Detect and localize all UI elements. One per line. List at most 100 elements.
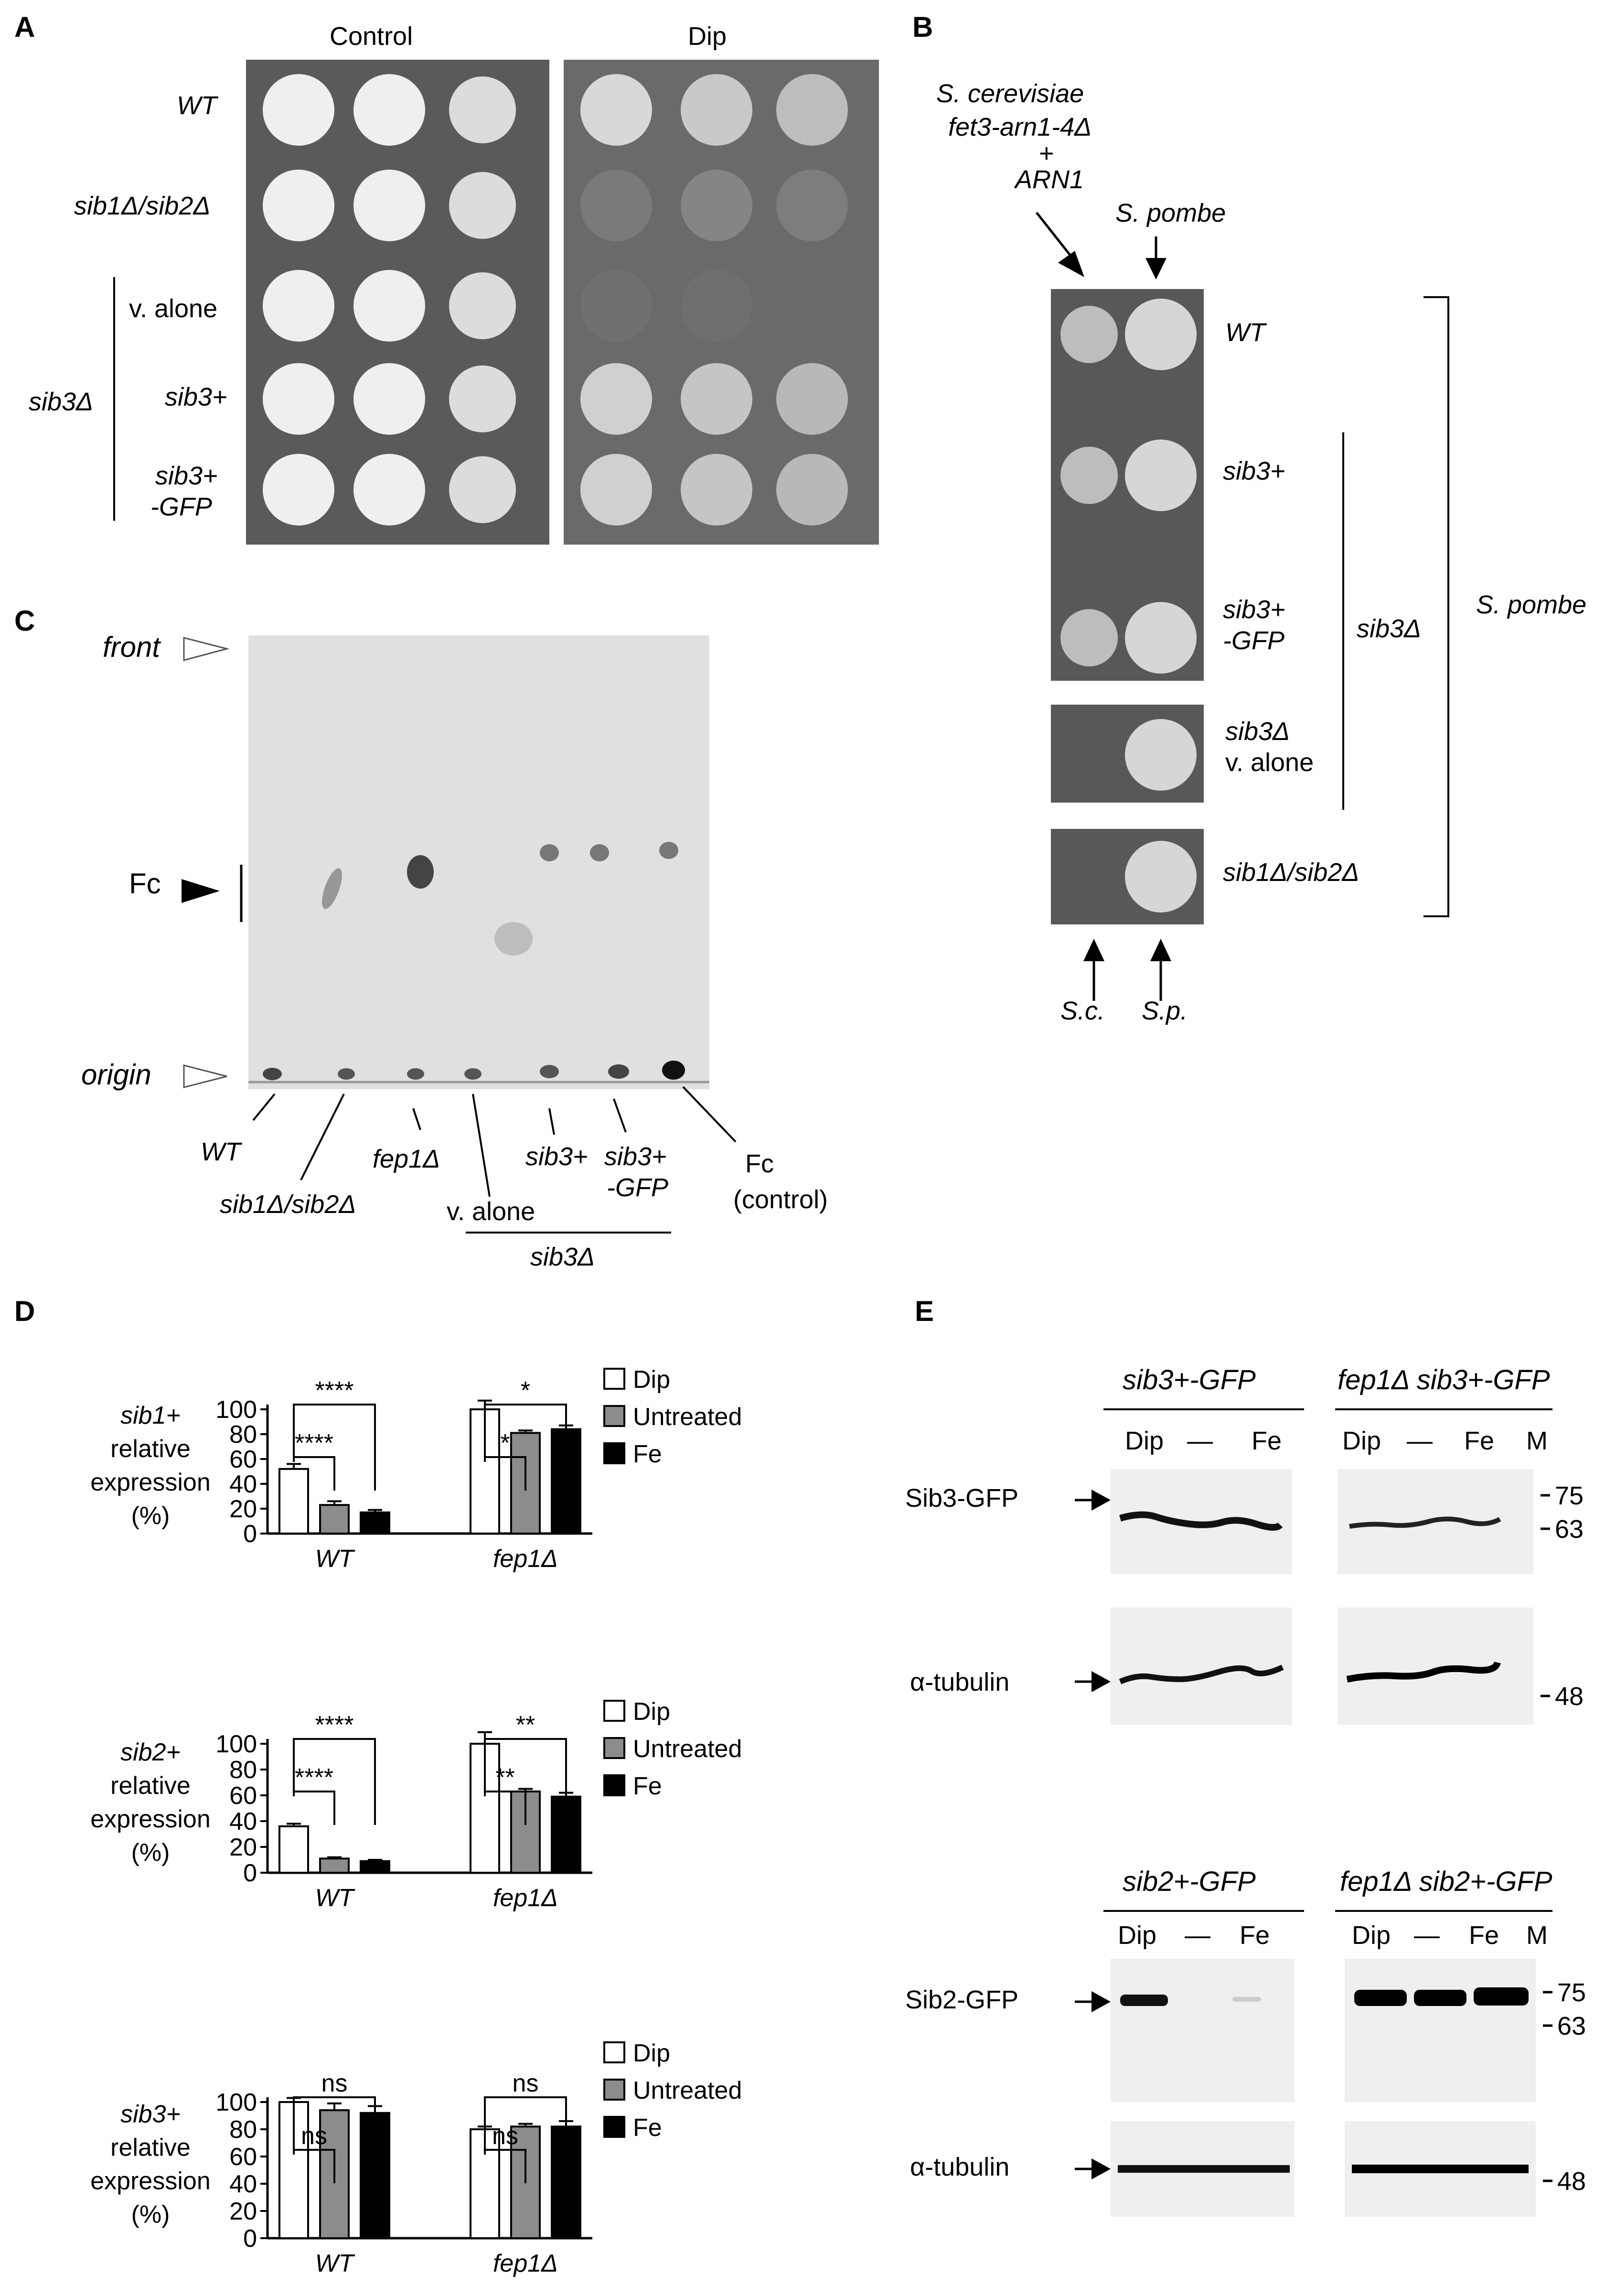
panel-c-lane-wt: WT	[201, 1137, 241, 1166]
category-label: fep1Δ	[493, 2250, 558, 2277]
dip-spot	[776, 74, 848, 146]
bar	[278, 1468, 309, 1535]
sig-label: **	[495, 1764, 514, 1792]
category-label: WT	[315, 1884, 355, 1912]
panel-e-top-lane-dip-2: Dip	[1342, 1427, 1381, 1455]
panel-c-lane-fc-control: (control)	[733, 1185, 828, 1214]
control-spot	[353, 270, 425, 342]
dip-spot	[776, 363, 848, 435]
panel-e-top-marker: M	[1526, 1427, 1548, 1455]
legend-swatch	[603, 1405, 625, 1427]
panel-c-front: front	[103, 631, 161, 663]
sc-spot	[1060, 609, 1118, 666]
dip-spot	[580, 270, 652, 342]
category-label: WT	[315, 2250, 355, 2277]
panel-b-spombe-bracket	[1447, 296, 1449, 917]
panel-a-control-label: Control	[330, 22, 413, 51]
y-axis-label: expression	[90, 1805, 210, 1833]
legend-swatch	[603, 2041, 625, 2063]
sig-bracket	[293, 1404, 376, 1491]
panel-b-sc-label-3: +	[1039, 139, 1054, 168]
panel-e-marker-63-bottom: 63	[1557, 2012, 1586, 2040]
panel-b-sc-label-4: ARN1	[1015, 165, 1084, 194]
sc-spot	[1060, 447, 1118, 504]
control-spot	[263, 170, 334, 241]
panel-e-top-lane-dip-1: Dip	[1125, 1427, 1164, 1455]
panel-e-bottom-right-title-rule	[1335, 1910, 1552, 1912]
panel-c-lane-sib3: sib3+	[525, 1142, 588, 1171]
dip-spot	[776, 454, 848, 526]
y-tick-label: 60	[229, 1446, 257, 1473]
control-spot	[353, 363, 425, 435]
sp-spot	[1125, 602, 1197, 674]
legend-swatch	[603, 1737, 625, 1759]
sig-label: **	[516, 1711, 535, 1739]
y-axis-label: (%)	[131, 1502, 170, 1530]
dip-spot	[580, 170, 652, 241]
panel-e-blot-sib2-left	[1111, 1959, 1295, 2102]
panel-b-sib3-bracket	[1342, 432, 1344, 810]
panel-b-bottom-sp: S.p.	[1142, 997, 1188, 1025]
panel-c-lane-sib1-sib2: sib1Δ/sib2Δ	[220, 1190, 356, 1219]
sig-label: *	[521, 1377, 530, 1405]
panel-c-group: sib3Δ	[530, 1243, 595, 1271]
category-label: WT	[315, 1545, 355, 1573]
y-tick-label: 0	[243, 1520, 257, 1548]
panel-e-bottom-lane-dip-1: Dip	[1118, 1921, 1157, 1950]
y-axis-gene: sib2+	[120, 1738, 181, 1766]
legend-label: Fe	[633, 1772, 662, 1800]
sig-label: ns	[321, 2070, 348, 2097]
control-spot	[353, 170, 425, 241]
dip-spot	[776, 270, 848, 342]
y-axis-gene: sib3+	[120, 2101, 181, 2128]
y-tick-label: 20	[229, 1495, 257, 1523]
sp-spot	[1125, 299, 1197, 370]
dip-spot	[580, 363, 652, 435]
y-tick-label: 0	[243, 1859, 257, 1887]
legend-label: Untreated	[633, 1403, 742, 1431]
panel-a-row-sib3gfp-1: sib3+	[155, 461, 218, 490]
dip-spot	[681, 363, 752, 435]
sig-bracket	[484, 1404, 567, 1491]
legend-swatch	[603, 2116, 625, 2138]
panel-e-blot-tub-top-right	[1338, 1608, 1533, 1725]
dip-spot	[681, 74, 752, 146]
sig-bracket	[293, 2096, 376, 2183]
legend-swatch	[603, 1368, 625, 1390]
y-axis-label: relative	[110, 1435, 191, 1463]
dip-spot	[681, 270, 752, 342]
dip-spot	[776, 170, 848, 241]
legend-swatch	[603, 1774, 625, 1796]
panel-b-row-sib3: sib3+	[1223, 457, 1285, 485]
legend-label: Dip	[633, 1698, 670, 1726]
panel-e-blot-sib2-right	[1345, 1959, 1536, 2102]
control-spot	[263, 363, 334, 435]
panel-e-marker-75-bottom: 75	[1557, 1978, 1586, 2007]
panel-b-spombe-bracket-top	[1423, 296, 1449, 298]
panel-b-bottom-sc: S.c.	[1060, 997, 1105, 1025]
panel-a-group-label: sib3Δ	[29, 387, 94, 416]
panel-e-top-left-title: sib3+-GFP	[1123, 1364, 1256, 1395]
panel-b-spombe-group: S. pombe	[1476, 590, 1587, 619]
sig-label: ns	[513, 2070, 539, 2097]
panel-b-row-sib1-sib2: sib1Δ/sib2Δ	[1223, 858, 1359, 887]
y-axis-label: expression	[90, 2167, 210, 2195]
y-tick-label: 40	[229, 1470, 257, 1498]
control-spot	[263, 74, 334, 146]
panel-a-row-sib3: sib3+	[165, 383, 227, 411]
panel-a-row-sib1-sib2: sib1Δ/sib2Δ	[74, 192, 211, 220]
y-axis-label: (%)	[131, 1839, 170, 1867]
panel-b-row-valone: v. alone	[1225, 748, 1314, 777]
y-tick-label: 100	[215, 1730, 257, 1758]
panel-e-top-lane-dash-2: —	[1407, 1427, 1433, 1455]
control-spot	[263, 454, 334, 526]
dip-spot	[681, 454, 752, 526]
y-axis-label: relative	[110, 1772, 191, 1800]
control-spot	[449, 172, 516, 239]
control-spot	[263, 270, 334, 342]
panel-e-bottom-right-title: fep1Δ sib2+-GFP	[1340, 1866, 1552, 1897]
panel-a-group-bracket	[113, 277, 115, 521]
